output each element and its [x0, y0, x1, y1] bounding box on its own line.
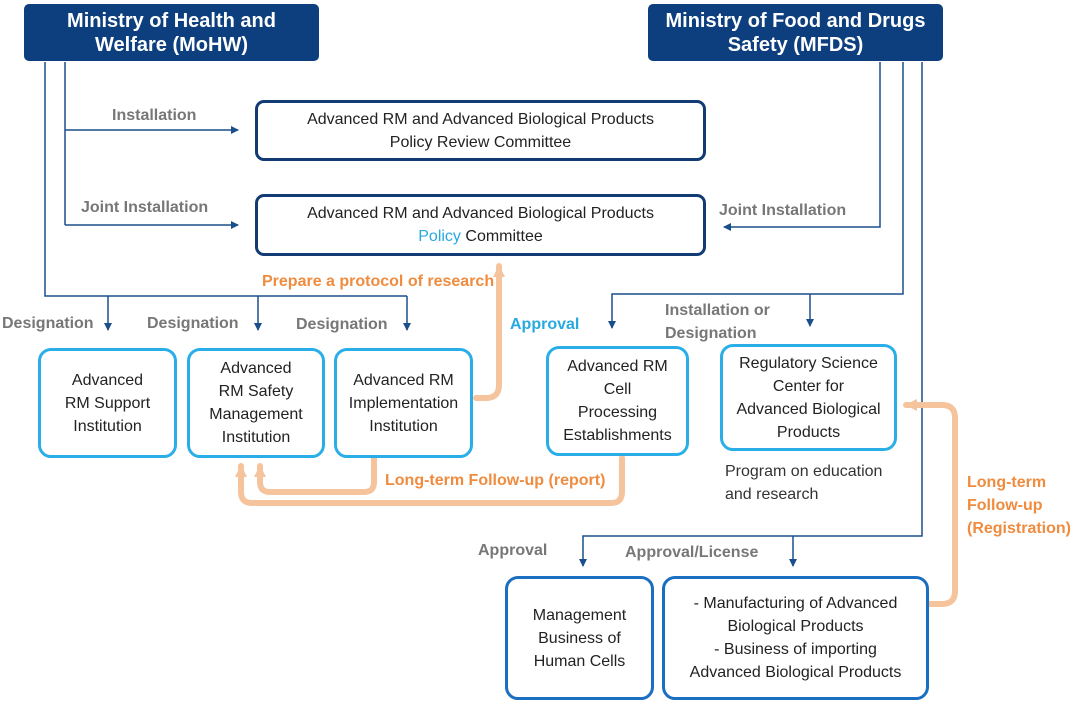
- label-approval-cyan: Approval: [510, 316, 580, 333]
- label-designation-2: Designation: [147, 315, 239, 332]
- line-mfds-installation: [608, 62, 904, 329]
- regulatory-science-center: Regulatory Science Center for Advanced B…: [720, 344, 897, 451]
- label-installation: Installation: [112, 107, 197, 124]
- label-designation-1: Designation: [2, 315, 94, 332]
- manufacturing-importing-business: - Manufacturing of Advanced Biological P…: [662, 576, 929, 700]
- human-cells-business: Management Business of Human Cells: [505, 576, 654, 700]
- policy-committee-rest: Committee: [460, 228, 543, 245]
- policy-word-highlight: Policy: [418, 228, 461, 245]
- rm-cell-processing-establishments: Advanced RM Cell Processing Establishmen…: [546, 346, 689, 456]
- label-designation-3: Designation: [296, 316, 388, 333]
- label-approval-gray: Approval: [478, 542, 548, 559]
- arrow-follow-up-report-inner: [254, 455, 377, 495]
- policy-review-committee-line1: Advanced RM and Advanced Biological Prod…: [307, 110, 654, 128]
- rm-implementation-institution: Advanced RM Implementation Institution: [334, 348, 473, 458]
- label-program-education-research: Program on education and research: [725, 463, 883, 503]
- label-follow-up-registration: Long-term Follow-up (Registration): [967, 474, 1071, 537]
- policy-committee-line1: Advanced RM and Advanced Biological Prod…: [307, 205, 654, 222]
- label-joint-installation-left: Joint Installation: [81, 199, 209, 216]
- policy-review-committee: Advanced RM and Advanced Biological Prod…: [255, 100, 706, 161]
- label-approval-license: Approval/License: [625, 544, 759, 561]
- arrow-joint-installation-right: [723, 62, 881, 231]
- rm-support-institution: Advanced RM Support Institution: [38, 348, 177, 458]
- arrow-prepare-protocol: [473, 263, 505, 401]
- label-joint-installation-right: Joint Installation: [719, 202, 847, 219]
- label-installation-or-designation: Installation or Designation: [665, 302, 770, 342]
- rm-safety-management-institution: Advanced RM Safety Management Institutio…: [187, 348, 325, 458]
- arrow-follow-up-report-outer: [235, 455, 625, 506]
- arrow-follow-up-registration: [903, 399, 958, 607]
- policy-review-committee-line2: Policy Review Committee: [389, 133, 572, 151]
- line-mohw-designation: [44, 62, 407, 297]
- label-follow-up-report: Long-term Follow-up (report): [385, 472, 606, 489]
- mfds-header: Ministry of Food and Drugs Safety (MFDS): [648, 4, 943, 61]
- policy-committee: Advanced RM and Advanced Biological Prod…: [255, 194, 706, 256]
- mohw-header: Ministry of Health and Welfare (MoHW): [24, 4, 319, 61]
- line-mfds-approval: [579, 62, 923, 567]
- label-prepare-protocol: Prepare a protocol of research: [262, 273, 495, 290]
